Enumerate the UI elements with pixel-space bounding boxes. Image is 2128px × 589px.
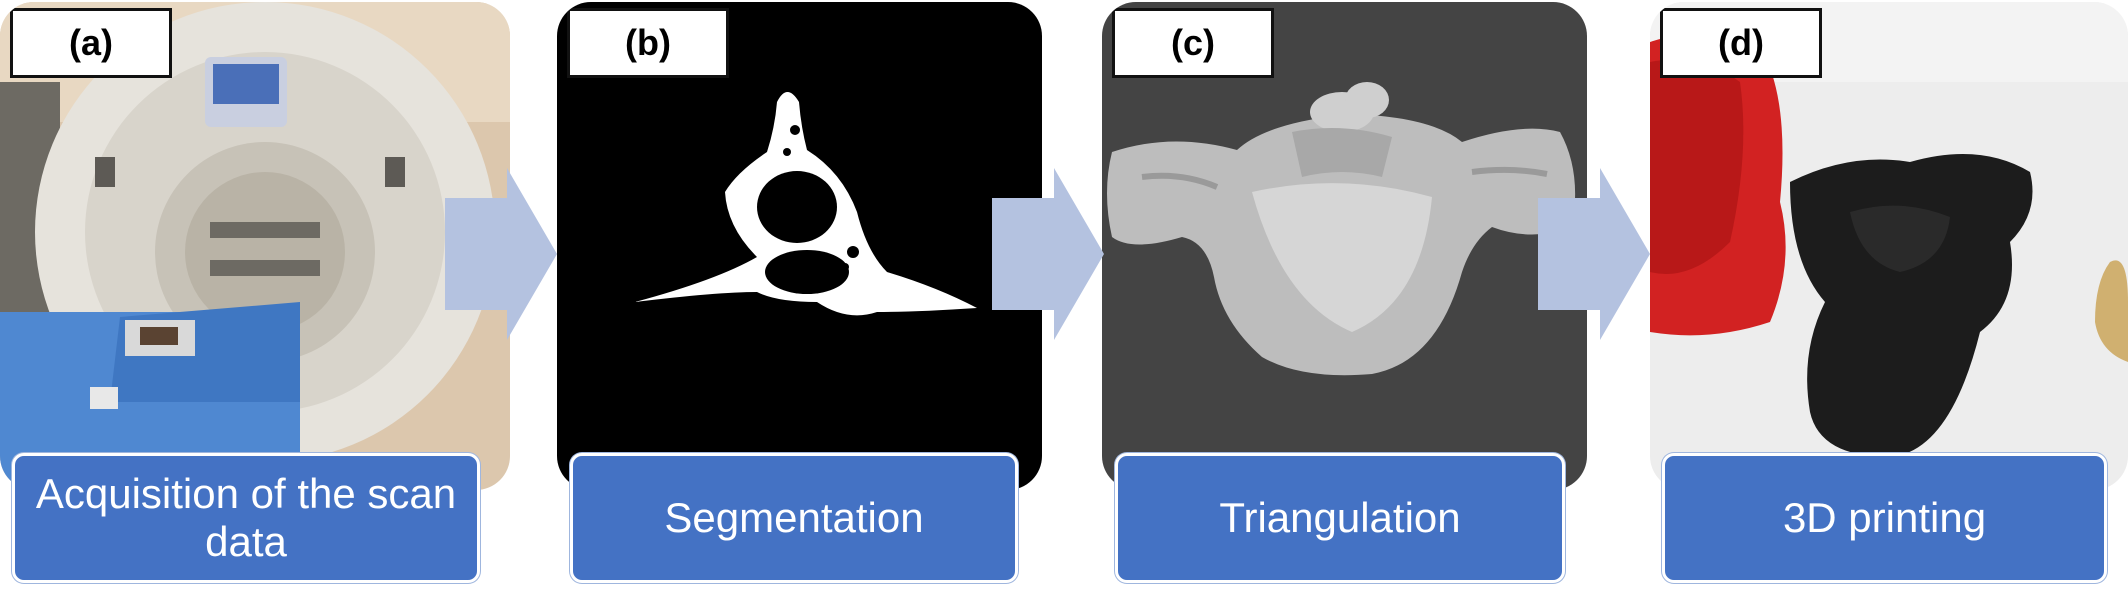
caption-segmentation: Segmentation <box>570 453 1018 583</box>
printed-models-photo <box>1650 2 2128 490</box>
panel-a-ct-scanner: (a) <box>0 2 510 490</box>
segmentation-image <box>557 2 1042 490</box>
triangulation-mesh-render <box>1102 2 1587 490</box>
arrow-right-icon <box>992 168 1104 340</box>
arrow-right-icon <box>1538 168 1650 340</box>
panel-b-segmentation: (b) <box>557 2 1042 490</box>
panel-d-label: (d) <box>1660 8 1822 78</box>
panel-c-triangulation: (c) <box>1102 2 1587 490</box>
panel-b-label: (b) <box>567 8 729 78</box>
caption-3d-printing: 3D printing <box>1662 453 2107 583</box>
panel-c-label: (c) <box>1112 8 1274 78</box>
panel-a-label: (a) <box>10 8 172 78</box>
panel-d-3d-printing: (d) <box>1650 2 2128 490</box>
arrow-right-icon <box>445 168 557 340</box>
caption-acquisition: Acquisition of the scan data <box>12 453 480 583</box>
caption-triangulation: Triangulation <box>1115 453 1565 583</box>
